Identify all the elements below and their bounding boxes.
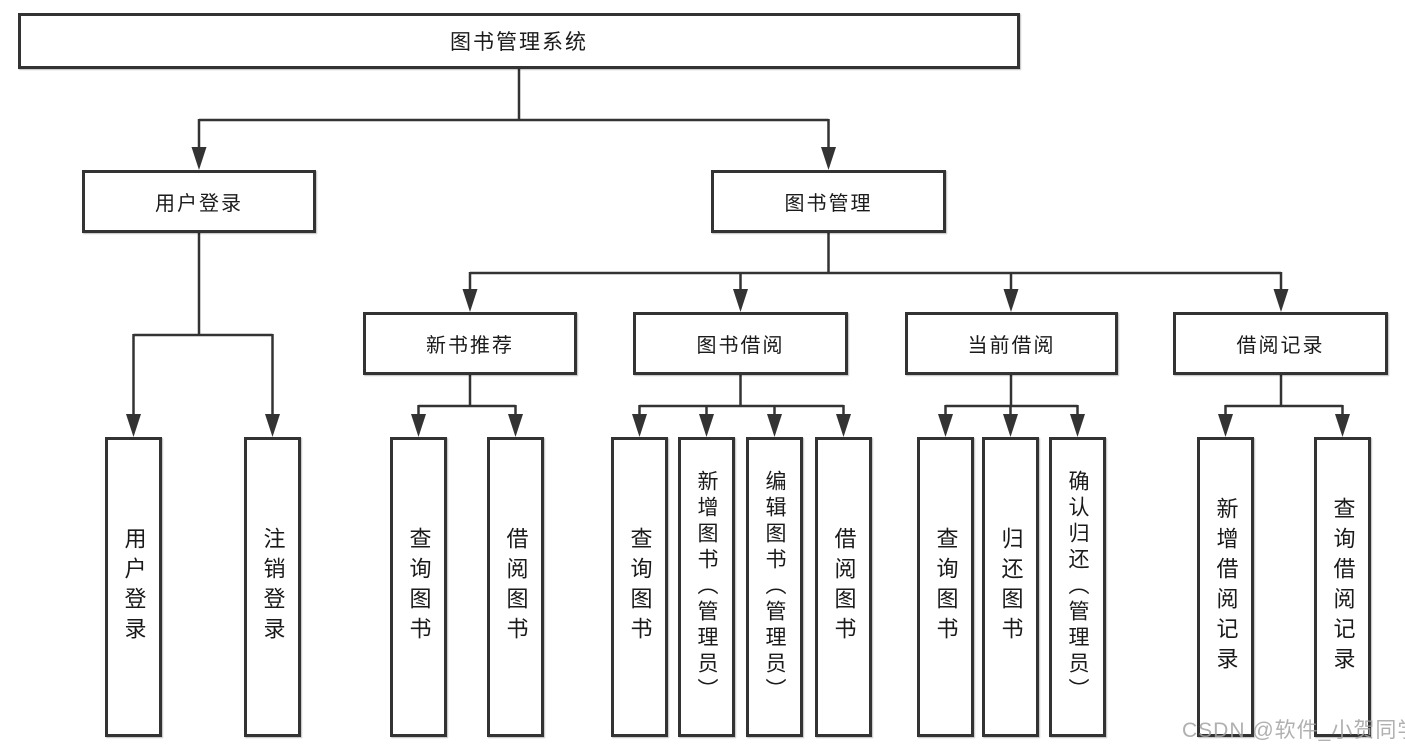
node-label: 新书推荐 [426, 335, 514, 357]
leaf-query-books-borrow: 查询图书 [611, 437, 668, 737]
node-label: 归还图书 [998, 527, 1024, 647]
leaf-add-borrow-record: 新增借阅记录 [1197, 437, 1254, 737]
node-current-borrow: 当前借阅 [905, 312, 1118, 375]
node-root-library-system: 图书管理系统 [18, 13, 1020, 69]
node-label: 查询借阅记录 [1330, 497, 1356, 677]
node-label: 图书管理 [784, 193, 873, 215]
leaf-logout: 注销登录 [244, 437, 301, 737]
node-book-borrow: 图书借阅 [633, 312, 848, 375]
node-label: 图书管理系统 [450, 31, 588, 54]
node-label: 确认归还（管理员） [1066, 470, 1089, 704]
node-label: 用户登录 [121, 527, 147, 647]
node-user-login: 用户登录 [82, 170, 316, 233]
node-label: 图书借阅 [696, 335, 785, 357]
node-borrow-records: 借阅记录 [1173, 312, 1388, 375]
csdn-watermark: CSDN @软件_小贺同学 [1182, 719, 1405, 742]
node-label: 查询图书 [627, 527, 653, 647]
node-label: 用户登录 [155, 193, 243, 215]
node-book-management: 图书管理 [711, 170, 946, 233]
node-new-book-recommend: 新书推荐 [363, 312, 577, 375]
leaf-add-books-admin: 新增图书（管理员） [678, 437, 735, 737]
node-label: 查询图书 [406, 527, 432, 647]
node-label: 新增图书（管理员） [695, 470, 718, 704]
node-label: 借阅图书 [831, 527, 857, 647]
leaf-user-login: 用户登录 [105, 437, 162, 737]
node-label: 借阅图书 [503, 527, 529, 647]
node-label: 编辑图书（管理员） [763, 470, 786, 704]
leaf-return-books: 归还图书 [982, 437, 1039, 737]
node-label: 借阅记录 [1236, 335, 1325, 357]
leaf-query-books-current: 查询图书 [917, 437, 974, 737]
leaf-query-books-recommend: 查询图书 [390, 437, 447, 737]
leaf-query-borrow-record: 查询借阅记录 [1314, 437, 1371, 737]
node-label: 注销登录 [260, 527, 286, 647]
leaf-borrow-books-recommend: 借阅图书 [487, 437, 544, 737]
node-label: 新增借阅记录 [1213, 497, 1239, 677]
leaf-borrow-books: 借阅图书 [815, 437, 872, 737]
node-label: 当前借阅 [967, 335, 1056, 357]
node-label: 查询图书 [933, 527, 959, 647]
leaf-edit-books-admin: 编辑图书（管理员） [746, 437, 803, 737]
leaf-confirm-return-admin: 确认归还（管理员） [1049, 437, 1106, 737]
